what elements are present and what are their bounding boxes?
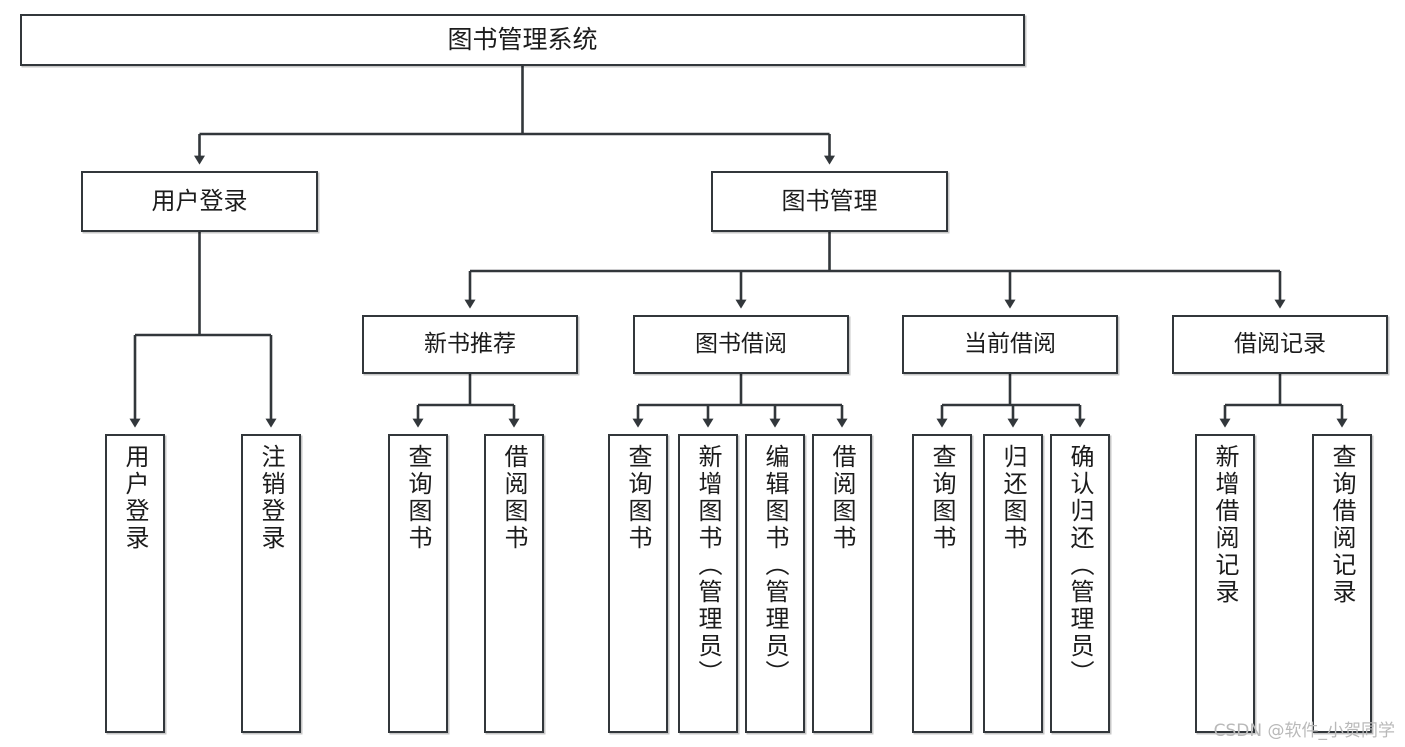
node-label: 借阅图书 [828, 444, 856, 552]
node-label: 图书管理 [781, 187, 878, 216]
node-label: 借阅图书 [500, 444, 528, 552]
node-leaf-add-book-admin[interactable]: 新增图书（管理员） [678, 434, 738, 733]
node-label: 新增借阅记录 [1211, 444, 1239, 606]
node-label: 当前借阅 [964, 330, 1056, 357]
node-label: 编辑图书（管理员） [761, 444, 789, 687]
node-book-management-system[interactable]: 图书管理系统 [20, 14, 1025, 66]
node-label: 新增图书（管理员） [694, 444, 722, 687]
node-label: 确认归还（管理员） [1066, 444, 1094, 687]
node-label: 借阅记录 [1234, 330, 1326, 357]
node-label: 用户登录 [121, 444, 149, 552]
node-label: 用户登录 [151, 187, 248, 216]
node-leaf-query-book-current[interactable]: 查询图书 [912, 434, 972, 733]
node-label: 查询借阅记录 [1328, 444, 1356, 606]
node-leaf-borrow-book-new[interactable]: 借阅图书 [484, 434, 544, 733]
csdn-watermark: CSDN @软件_小贺同学 [1213, 721, 1395, 741]
node-label: 查询图书 [624, 444, 652, 552]
node-leaf-add-borrow-record[interactable]: 新增借阅记录 [1195, 434, 1255, 733]
node-leaf-confirm-return-admin[interactable]: 确认归还（管理员） [1050, 434, 1110, 733]
node-leaf-query-book-new[interactable]: 查询图书 [388, 434, 448, 733]
node-label: 查询图书 [404, 444, 432, 552]
node-leaf-borrow-book[interactable]: 借阅图书 [812, 434, 872, 733]
node-user-login[interactable]: 用户登录 [81, 171, 318, 232]
node-current-borrow[interactable]: 当前借阅 [902, 315, 1118, 374]
node-book-borrow[interactable]: 图书借阅 [633, 315, 849, 374]
node-label: 注销登录 [257, 444, 285, 552]
node-leaf-logout[interactable]: 注销登录 [241, 434, 301, 733]
node-leaf-query-book-borrow[interactable]: 查询图书 [608, 434, 668, 733]
node-new-book-recommend[interactable]: 新书推荐 [362, 315, 578, 374]
node-label: 归还图书 [999, 444, 1027, 552]
node-label: 图书管理系统 [447, 25, 598, 55]
node-label: 新书推荐 [424, 330, 516, 357]
node-leaf-edit-book-admin[interactable]: 编辑图书（管理员） [745, 434, 805, 733]
node-leaf-return-book[interactable]: 归还图书 [983, 434, 1043, 733]
node-leaf-query-borrow-record[interactable]: 查询借阅记录 [1312, 434, 1372, 733]
node-book-management[interactable]: 图书管理 [711, 171, 948, 232]
node-label: 图书借阅 [695, 330, 787, 357]
node-leaf-user-login[interactable]: 用户登录 [105, 434, 165, 733]
node-label: 查询图书 [928, 444, 956, 552]
node-borrow-record[interactable]: 借阅记录 [1172, 315, 1388, 374]
